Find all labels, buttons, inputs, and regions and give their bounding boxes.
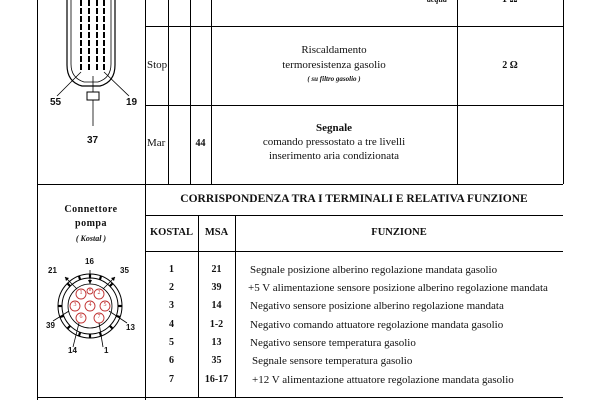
pompa-pin-21: 21 [48, 266, 57, 275]
pompa-connector-drawing [52, 270, 128, 348]
pompa-inner-pin-5: 5 [103, 302, 107, 308]
bottom-border [37, 397, 563, 398]
left-panel-divider [145, 0, 146, 400]
header-bottom-line [145, 251, 563, 252]
pompa-subtitle: ( Kostal ) [75, 234, 107, 243]
left-panel-sep [37, 184, 145, 185]
top-row-cut-value: 1 Ω [502, 0, 518, 5]
row-sep-2 [145, 105, 563, 106]
row-kostal: 3 [169, 300, 174, 311]
row-kostal: 6 [169, 355, 174, 366]
row-kostal: 4 [169, 319, 174, 330]
header-funzione: FUNZIONE [371, 227, 427, 238]
header-msa: MSA [204, 227, 229, 238]
row-funzione: Negativo sensore posizione alberino rego… [250, 300, 504, 312]
row-sep-1 [145, 26, 563, 27]
pompa-inner-pin-8: 8 [88, 288, 92, 293]
row-funzione: Negativo sensore temperatura gasolio [250, 337, 416, 349]
connector-top-pin-19: 19 [126, 97, 138, 108]
row-funzione: Negativo comando attuatore regolazione m… [250, 319, 504, 331]
pompa-pin-13: 13 [126, 323, 135, 332]
kostal-msa-divider [198, 215, 199, 397]
row-funzione: Segnale posizione alberino regolazione m… [250, 264, 498, 276]
section-top-line [145, 184, 563, 185]
row-msa: 14 [211, 300, 222, 311]
row-msa: 13 [211, 337, 222, 348]
row-msa: 35 [211, 355, 222, 366]
row-kostal: 7 [169, 374, 174, 385]
row-kostal: 2 [169, 282, 174, 293]
pompa-pin-16: 16 [85, 257, 94, 266]
row-funzione: Segnale sensore temperatura gasolio [252, 355, 413, 367]
header-kostal: KOSTAL [150, 227, 193, 238]
row-mar-line-1: comando pressostato a tre livelli [262, 136, 406, 148]
pompa-pin-35: 35 [120, 266, 129, 275]
kostal-col-divider-top-a [168, 0, 169, 184]
connector-top-drawing [56, 0, 130, 126]
pompa-inner-pin-1: 1 [79, 290, 83, 296]
connector-top-pin-37: 37 [87, 135, 99, 146]
row-mar-title: Segnale [315, 122, 353, 134]
right-border-top [563, 0, 564, 184]
row-funzione: +12 V alimentazione attuatore regolazion… [252, 374, 514, 386]
msa-funzione-divider [235, 215, 236, 397]
row-stop-note: ( su filtro gasolio ) [307, 75, 361, 83]
row-mar-line-2: inserimento aria condizionata [268, 150, 400, 162]
pompa-pin-39: 39 [46, 321, 55, 330]
pompa-inner-pin-4: 4 [88, 302, 92, 308]
row-stop-value: 2 Ω [502, 60, 518, 71]
pompa-title-2: pompa [75, 218, 107, 229]
row-kostal: 1 [169, 264, 174, 275]
row-stop-line-2: termoresistenza gasolio [282, 59, 386, 71]
top-row-cut-text: acqua [427, 0, 447, 4]
pompa-inner-pin-3: 3 [73, 302, 77, 308]
row-mar-kostal: Mar [147, 137, 166, 149]
pompa-inner-pin-7: 7 [97, 314, 101, 320]
row-funzione: +5 V alimentazione sensore posizione alb… [248, 282, 548, 294]
outer-left-border [37, 0, 38, 400]
pompa-inner-pin-2: 2 [97, 290, 101, 296]
pompa-pin-1: 1 [104, 346, 109, 355]
pompa-title-1: Connettore [64, 204, 118, 215]
row-stop-line-1: Riscaldamento [301, 44, 367, 56]
row-kostal: 5 [169, 337, 174, 348]
section-title-line [145, 215, 563, 216]
section-title: CORRISPONDENZA TRA I TERMINALI E RELATIV… [180, 193, 528, 205]
connector-top-pin-55: 55 [50, 97, 62, 108]
row-msa: 21 [211, 264, 222, 275]
row-msa: 16-17 [204, 374, 229, 385]
row-stop-kostal: Stop [147, 59, 168, 71]
msa-col-divider-top [211, 0, 212, 184]
row-msa: 39 [211, 282, 222, 293]
pompa-pin-14: 14 [68, 346, 77, 355]
row-mar-msa: 44 [195, 138, 206, 149]
row-msa: 1-2 [209, 319, 224, 330]
value-col-divider-top [457, 0, 458, 184]
pompa-inner-pin-6: 6 [79, 314, 83, 320]
kostal-col-divider-top-b [190, 0, 191, 184]
